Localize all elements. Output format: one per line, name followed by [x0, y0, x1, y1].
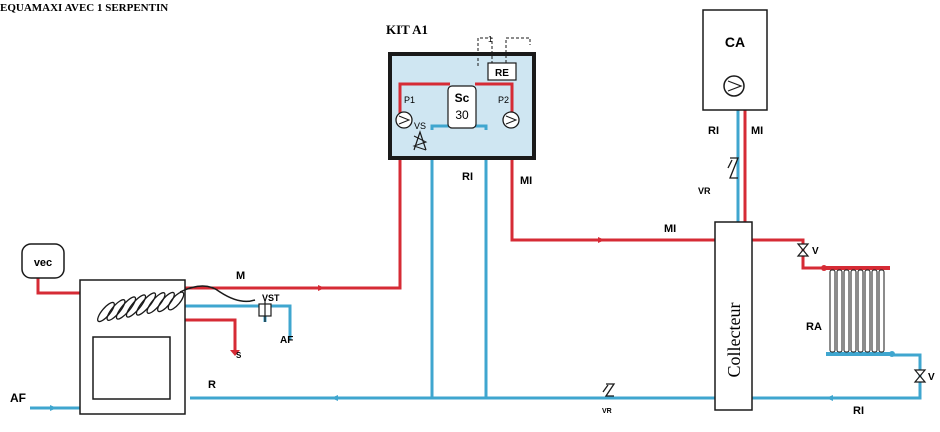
af-small-label: AF [280, 335, 293, 346]
safety-valve-pipe [185, 318, 237, 350]
sensor-wires [477, 37, 531, 66]
serpentine-coil [97, 291, 185, 323]
p1-label: P1 [404, 95, 415, 105]
mi-boiler-label: MI [751, 125, 763, 137]
diagram-title: EQUAMAXI AVEC 1 SERPENTIN [0, 2, 168, 14]
re-label: RE [495, 68, 509, 79]
arrow-m [318, 285, 325, 291]
arrow-mi [598, 237, 605, 243]
v-top-label: V [812, 246, 819, 257]
vst-label: VST [262, 293, 280, 303]
ra-label: RA [806, 321, 822, 333]
return-pipe-radiator [752, 353, 922, 400]
radiator [821, 265, 895, 357]
arrow-r [331, 395, 338, 401]
flow-arrows [50, 237, 833, 411]
boiler-ca: CA [702, 9, 768, 111]
vs-label: VS [414, 121, 426, 131]
ri-boiler-label: RI [708, 125, 719, 137]
collector: Collecteur [714, 221, 753, 411]
r-label: R [208, 379, 216, 391]
flow-pipe-radiator [752, 238, 890, 270]
ri-kit-label: RI [462, 171, 473, 183]
sensor-label: 1 [488, 35, 493, 44]
collector-label: Collecteur [724, 303, 744, 378]
p1-pump-icon [395, 111, 413, 129]
af-big-label: AF [10, 391, 26, 405]
boiler-label: CA [725, 34, 745, 50]
cold-pipes [30, 110, 922, 410]
expansion-vessel: vec [21, 243, 65, 279]
boiler-pump-icon [723, 75, 745, 97]
hot-pipes [36, 110, 890, 350]
flow-pipe-kit-out [510, 120, 715, 242]
vst-valve: VST [258, 293, 280, 322]
vs-valve-icon [412, 130, 428, 151]
kit-a1-box: Sc 30 P1 P2 VS RE [388, 52, 536, 160]
v-bottom-valve-icon [913, 369, 927, 383]
vr-vertical-label: VR [698, 186, 711, 196]
vr-bottom-valve-icon [602, 383, 616, 397]
sensor-cable [179, 285, 256, 303]
mi-kit-label: MI [520, 175, 532, 187]
m-label: M [236, 270, 245, 282]
tank [79, 279, 256, 415]
p2-pump-icon [502, 111, 520, 129]
sc-value: 30 [455, 108, 469, 122]
arrow-af [50, 405, 57, 411]
sc-label: Sc [455, 91, 470, 105]
p2-label: P2 [498, 95, 509, 105]
ri-bottom-label: RI [853, 405, 864, 417]
vr-bottom-label: VR [602, 408, 612, 415]
flow-pipe-main [185, 120, 402, 290]
v-top-valve-icon [796, 243, 810, 257]
vec-label: vec [34, 257, 52, 269]
safety-outlet: S [230, 350, 242, 360]
vr-vertical-valve-icon [727, 157, 739, 179]
arrow-ri [826, 395, 833, 401]
cold-water-vst [185, 304, 292, 340]
mi-collector-label: MI [664, 223, 676, 235]
v-bottom-label: V [928, 372, 935, 383]
kit-title: KIT A1 [386, 22, 428, 37]
expansion-pipe [36, 278, 80, 295]
s-label: S [236, 351, 242, 360]
